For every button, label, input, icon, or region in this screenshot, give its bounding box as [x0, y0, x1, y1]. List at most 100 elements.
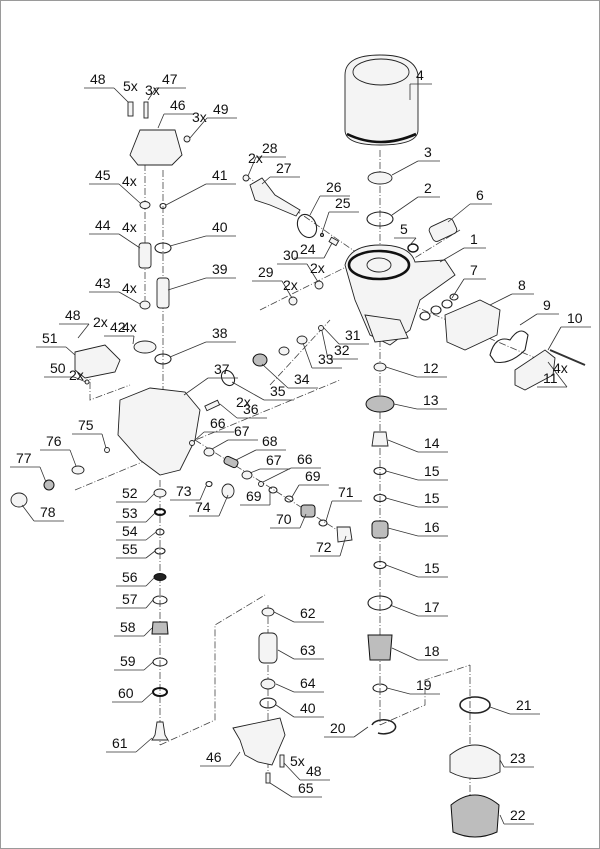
callout-leader [118, 183, 141, 204]
callout-leader [281, 280, 293, 299]
callout-number-54: 54 [122, 523, 138, 539]
part-8 [444, 299, 501, 351]
callout-leader [269, 782, 293, 798]
callout-number-2: 2 [424, 180, 432, 196]
callout-leader [499, 814, 505, 825]
part-37-valve-body [117, 387, 201, 476]
callout-number-36: 36 [243, 401, 259, 417]
callout-leader [135, 737, 153, 753]
callout-number-1: 1 [470, 231, 478, 247]
callout-quantity-36: 2x [236, 394, 251, 410]
part-33b [278, 346, 290, 356]
callout-number-6: 6 [476, 187, 484, 203]
callout-number-10: 10 [567, 310, 583, 326]
callout-leader [451, 278, 465, 299]
callout-number-34: 34 [294, 371, 310, 387]
part-27 [249, 177, 301, 217]
callout-leader [391, 160, 419, 176]
callout-number-27: 27 [276, 160, 292, 176]
part-47 [143, 101, 149, 119]
part-72 [336, 526, 353, 543]
callout-number-70: 70 [276, 511, 292, 527]
callout-number-5: 5 [400, 221, 408, 237]
part-69b [284, 495, 294, 503]
part-28 [242, 174, 250, 182]
callout-leader [275, 704, 295, 718]
callout-leader [145, 512, 156, 523]
callout-leader [21, 504, 35, 522]
callout-number-38: 38 [212, 325, 228, 341]
part-34 [252, 353, 268, 367]
part-48-screw [127, 101, 134, 117]
callout-number-74: 74 [195, 499, 211, 515]
parts [10, 54, 586, 838]
callout-number-16: 16 [424, 519, 440, 535]
callout-number-21: 21 [516, 697, 532, 713]
callout-number-63: 63 [300, 642, 316, 658]
part-44-spring [138, 242, 152, 269]
callout-leader [141, 691, 154, 703]
part-46b-bottom-caps [232, 717, 286, 766]
part-25 [320, 233, 324, 237]
part-48c-screw [279, 754, 285, 768]
callout-number-35: 35 [270, 383, 286, 399]
callout-number-23: 23 [510, 750, 526, 766]
callout-leader [439, 247, 465, 263]
callout-quantity-49: 3x [192, 109, 207, 125]
callout-leader [145, 493, 155, 503]
callout-number-32: 32 [334, 342, 350, 358]
part-40b [259, 697, 277, 709]
part-39 [156, 277, 170, 309]
part-1-housing [344, 244, 456, 346]
callout-leader [391, 647, 419, 661]
callout-leader [39, 466, 47, 483]
callout-leader [499, 759, 505, 768]
callout-quantity-28: 2x [248, 150, 263, 166]
callout-leader [167, 277, 207, 291]
callout-number-39: 39 [212, 261, 228, 277]
callout-leader [339, 535, 347, 557]
callout-leader [547, 361, 568, 388]
callout-number-47: 47 [162, 71, 178, 87]
part-56 [153, 573, 167, 581]
callout-leader [489, 706, 511, 715]
callout-leader [229, 751, 241, 767]
part-22 [450, 794, 500, 838]
callout-number-9: 9 [543, 297, 551, 313]
callout-leader [218, 494, 229, 517]
callout-leader [132, 335, 135, 345]
callout-leader [391, 196, 419, 216]
callout-number-51: 51 [42, 330, 58, 346]
callout-number-29: 29 [258, 264, 274, 280]
callout-number-56: 56 [122, 569, 138, 585]
part-51 [74, 344, 121, 379]
callout-leader [143, 627, 153, 637]
callout-leader [321, 330, 329, 360]
callout-leader [145, 577, 155, 587]
callout-number-52: 52 [122, 485, 138, 501]
callout-leader [447, 203, 471, 223]
callout-leader [389, 604, 419, 617]
callout-number-59: 59 [120, 653, 136, 669]
part-42 [133, 340, 157, 354]
callout-number-62: 62 [300, 605, 316, 621]
callout-number-42: 42 [110, 319, 126, 335]
part-53 [154, 508, 166, 516]
callout-quantity-29: 2x [283, 277, 298, 293]
callout-leader [353, 726, 369, 738]
part-67b [241, 470, 253, 480]
callout-number-50: 50 [50, 360, 66, 376]
callout-number-67a: 67 [234, 423, 250, 439]
callout-number-72: 72 [316, 539, 332, 555]
callout-number-15c: 15 [424, 560, 440, 576]
callout-quantity-11: 4x [553, 360, 568, 376]
callout-number-45: 45 [95, 167, 111, 183]
callout-leader [291, 484, 300, 498]
part-24 [328, 236, 340, 247]
callout-leader [118, 233, 141, 249]
callout-leader [273, 611, 295, 623]
callout-number-69b: 69 [305, 468, 321, 484]
callout-leader [183, 377, 209, 396]
callout-number-73: 73 [176, 483, 192, 499]
